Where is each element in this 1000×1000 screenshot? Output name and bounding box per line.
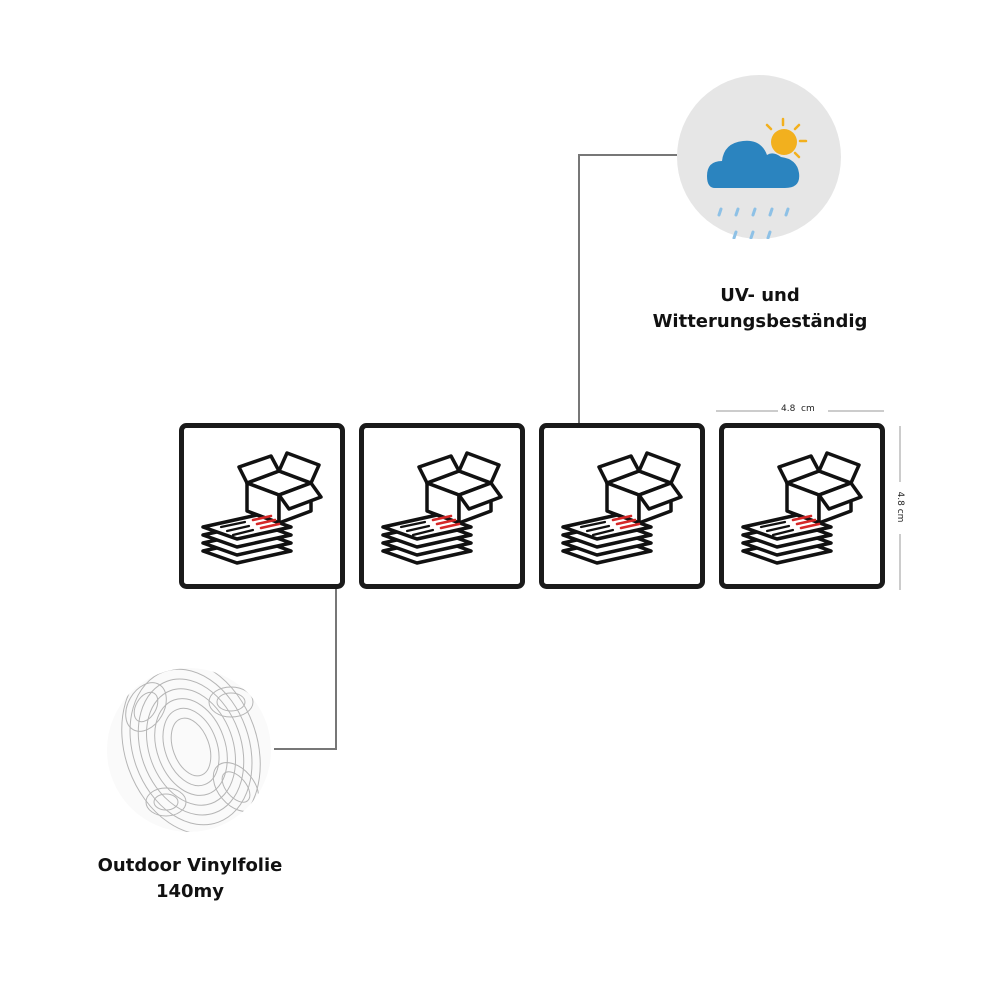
package-documents-icon [179,423,345,589]
package-documents-icon [539,423,705,589]
sticker-2 [359,423,525,589]
weather-feature-label: UV- und Witterungsbeständig [630,283,890,335]
weather-feature [677,75,841,240]
material-feature [106,667,272,833]
sticker-1 [179,423,345,589]
material-label-line2: 140my [155,881,225,902]
width-dimension-label: 4.8 cm [781,404,815,414]
sticker-4 [719,423,885,589]
package-documents-icon [359,423,525,589]
vinyl-texture-icon [107,668,271,832]
cloud-rain-sun-icon [677,75,841,240]
weather-label-line1: UV- und [720,285,800,306]
weather-label-line2: Witterungsbeständig [652,311,868,332]
material-label-line1: Outdoor Vinylfolie [97,855,283,876]
package-documents-icon [719,423,885,589]
material-feature-label: Outdoor Vinylfolie 140my [60,853,320,905]
sticker-3 [539,423,705,589]
height-dimension-label: 4.8 cm [895,491,905,523]
